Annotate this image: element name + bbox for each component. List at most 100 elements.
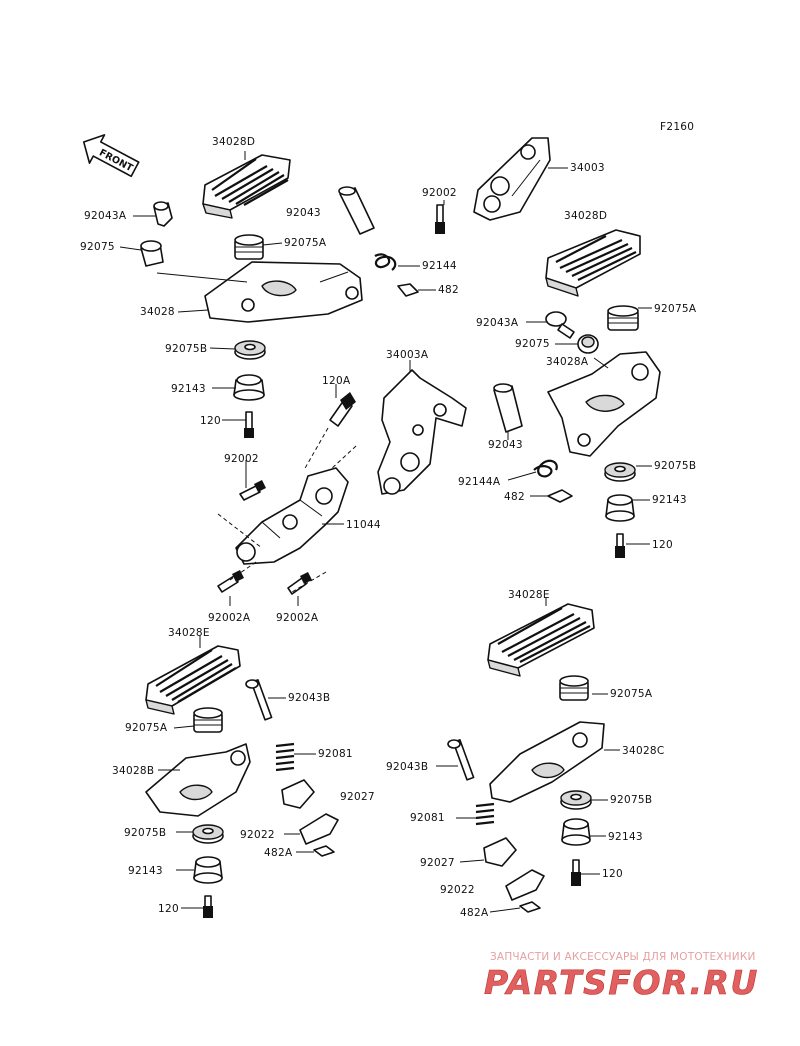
footpeg-bracket-34028b [145, 743, 251, 817]
plate-92022-left [299, 813, 339, 845]
front-arrow-icon: FRONT [82, 134, 140, 178]
label-34028e: 34028E [168, 627, 210, 639]
label-92075: 92075 [515, 338, 550, 350]
spring-92144a [533, 459, 558, 478]
label-120: 120 [158, 903, 179, 915]
label-34003: 34003 [570, 162, 605, 174]
pin-92043-right [493, 383, 523, 433]
bolt-120-right [615, 533, 625, 558]
bolt-120-top [244, 411, 254, 438]
label-120: 120 [652, 539, 673, 551]
damper-92075a-right-bottom [559, 675, 589, 701]
washer-92075b-right [604, 462, 636, 482]
label-92143: 92143 [608, 831, 643, 843]
label-92002a: 92002A [208, 612, 251, 624]
clip-482a-left [313, 845, 335, 857]
pin-92043-top [338, 186, 375, 235]
cam-92027-left [281, 779, 315, 809]
footpeg-rubber-34028e-left [145, 645, 241, 715]
footpeg-bracket-34028-top [204, 261, 363, 323]
label-34028d: 34028D [212, 136, 255, 148]
part-labels: 34028D 92043A 92075 92043 92075A 92002 3… [80, 136, 697, 919]
footpeg-rubber-34028d-top [202, 154, 291, 219]
pin-92043a-right [545, 311, 575, 339]
bushing-92075-top [140, 240, 164, 267]
spring-92081-right [475, 802, 495, 826]
clip-482-right [547, 489, 573, 503]
label-34028d: 34028D [564, 210, 607, 222]
label-92075b: 92075B [165, 343, 207, 355]
label-120a: 120A [322, 375, 351, 387]
stopper-92143-top [233, 374, 265, 401]
label-92144a: 92144A [458, 476, 501, 488]
damper-92075a-right [607, 305, 639, 331]
label-92002: 92002 [422, 187, 457, 199]
watermark-logo: PARTSFOR.RU [484, 963, 759, 1003]
figure-code: F2160 [660, 121, 694, 133]
label-92027: 92027 [420, 857, 455, 869]
label-11044: 11044 [346, 519, 381, 531]
label-34028e: 34028E [508, 589, 550, 601]
label-92043b: 92043B [386, 761, 428, 773]
washer-92075b-right-bottom [560, 790, 592, 810]
label-92144: 92144 [422, 260, 457, 272]
label-92043a: 92043A [476, 317, 519, 329]
label-92075b: 92075B [610, 794, 652, 806]
bracket-34003 [473, 137, 551, 221]
footpeg-rubber-34028d-right [545, 229, 641, 297]
spring-92144-top [374, 253, 397, 271]
label-34003a: 34003A [386, 349, 429, 361]
label-34028: 34028 [140, 306, 175, 318]
label-34028a: 34028A [546, 356, 589, 368]
label-92043: 92043 [286, 207, 321, 219]
label-92002: 92002 [224, 453, 259, 465]
clip-482a-right [519, 901, 541, 913]
label-482a: 482A [460, 907, 489, 919]
leader-lines [119, 151, 652, 913]
footpeg-bracket-34028c [489, 721, 605, 803]
label-92043a: 92043A [84, 210, 127, 222]
label-34028c: 34028C [622, 745, 665, 757]
label-92075a: 92075A [654, 303, 697, 315]
label-92075: 92075 [80, 241, 115, 253]
pin-92043b-right [447, 739, 475, 781]
label-92143: 92143 [171, 383, 206, 395]
stopper-92143-left [193, 856, 223, 884]
assembly-dash-lines [217, 427, 357, 593]
bracket-34003a [377, 369, 467, 495]
clip-482-top [397, 283, 419, 297]
label-92081: 92081 [318, 748, 353, 760]
footpeg-rubber-34028e-right [487, 603, 595, 677]
stopper-92143-right-bottom [561, 818, 591, 846]
bolt-92002a-right [287, 572, 312, 595]
label-120: 120 [602, 868, 623, 880]
bolt-120-left [203, 895, 213, 918]
label-92075a: 92075A [610, 688, 653, 700]
label-120: 120 [200, 415, 221, 427]
pin-92043b-left [245, 679, 273, 721]
watermark-logo-text: PARTSFOR.RU [484, 963, 759, 1002]
label-92075b: 92075B [124, 827, 166, 839]
label-92075b: 92075B [654, 460, 696, 472]
plate-92022-right [505, 869, 545, 901]
damper-92075a-top [234, 234, 264, 260]
label-92043b: 92043B [288, 692, 330, 704]
stopper-92143-right [605, 494, 635, 522]
bushing-92075-right [577, 334, 599, 354]
bolt-92002-center [239, 480, 266, 501]
bracket-11044 [235, 467, 349, 565]
label-92043: 92043 [488, 439, 523, 451]
label-92022: 92022 [440, 884, 475, 896]
footpeg-bracket-34028a [547, 351, 661, 457]
label-92022: 92022 [240, 829, 275, 841]
label-92081: 92081 [410, 812, 445, 824]
bolt-120a [329, 392, 356, 427]
pin-92043a-top [153, 201, 173, 227]
label-92075a: 92075A [284, 237, 327, 249]
label-92002a: 92002A [276, 612, 319, 624]
spring-92081-left [275, 742, 295, 772]
label-92143: 92143 [128, 865, 163, 877]
bolt-120-right-bottom [571, 859, 581, 886]
washer-92075b-top [234, 340, 266, 360]
